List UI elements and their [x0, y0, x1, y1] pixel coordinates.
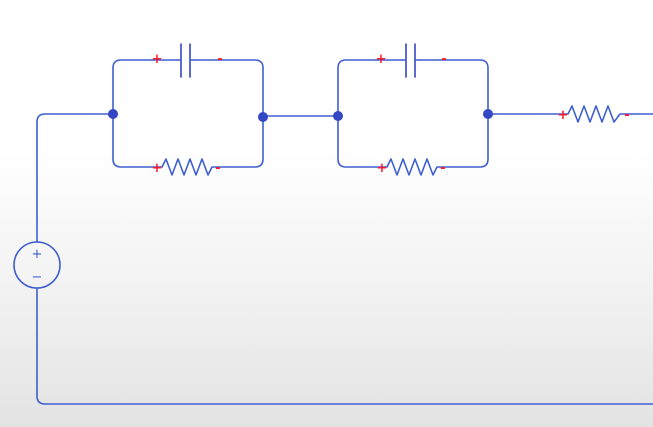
junction-node [108, 109, 118, 119]
wire-bottom-return [36, 287, 653, 405]
junction-node [333, 111, 343, 121]
capacitor-1-plus: + [152, 52, 163, 67]
resistor-3-minus: - [624, 108, 629, 123]
resistor-1-icon: + - [152, 158, 221, 176]
block2-top-branch-right [419, 59, 489, 115]
resistor-3-icon: + - [558, 105, 630, 123]
wire-left-top [36, 113, 114, 243]
resistor-3-plus: + [558, 108, 569, 123]
block1-bottom-branch-right [216, 116, 264, 168]
capacitor-1-icon: + - [152, 43, 223, 78]
capacitor-2-minus: - [441, 52, 446, 67]
block2-bottom-branch-left [337, 115, 382, 168]
resistor-2-minus: - [440, 161, 445, 176]
junction-node [258, 112, 268, 122]
capacitor-2-icon: + - [376, 43, 447, 78]
circuit-wires [36, 59, 653, 405]
source-minus-label: − [32, 270, 43, 285]
block2-top-branch-left [337, 59, 403, 117]
capacitor-1-minus: - [217, 52, 222, 67]
capacitor-2-plus: + [376, 52, 387, 67]
resistor-1-minus: - [215, 161, 220, 176]
voltage-source-icon: + − [13, 241, 61, 289]
block1-top-branch-right [194, 59, 264, 118]
block2-bottom-branch-right [441, 113, 489, 168]
junction-nodes [108, 109, 493, 122]
block1-top-branch-left [112, 59, 178, 115]
junction-node [483, 109, 493, 119]
resistor-2-plus: + [377, 161, 388, 176]
source-plus-label: + [32, 247, 43, 262]
block1-bottom-branch-left [112, 113, 157, 168]
resistor-2-icon: + - [377, 158, 446, 176]
resistor-1-plus: + [152, 161, 163, 176]
